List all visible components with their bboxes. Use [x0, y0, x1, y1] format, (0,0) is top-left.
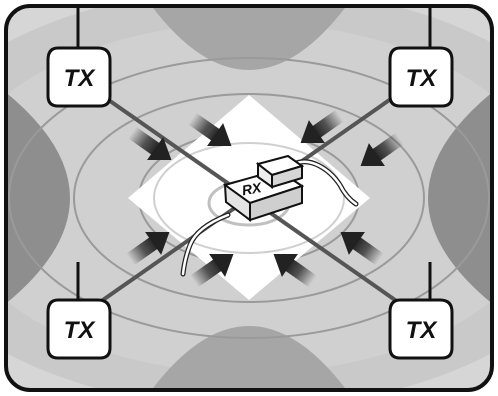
receiver-antenna-left: [181, 213, 230, 276]
transmitter-top-left: TX: [46, 8, 112, 108]
transmitter-top-right: TX: [388, 8, 454, 108]
transmitter-bottom-left: TX: [46, 262, 112, 360]
top-lobe: [140, 6, 358, 70]
center-ring: [153, 142, 345, 254]
diagram-frame: [4, 4, 494, 392]
transmitter-box-top-left: [46, 46, 112, 108]
transmitter-label-top-left: TX: [64, 65, 97, 92]
transmitter-label-bottom-right: TX: [406, 317, 439, 344]
field-ring-3: [8, 57, 490, 339]
receiver-label: RX: [241, 179, 265, 198]
transmitter-label-top-right: TX: [406, 65, 439, 92]
transmitter-box-top-right: [388, 46, 454, 108]
transmitter-bottom-right: TX: [388, 262, 454, 360]
receiver-antenna-right: [290, 160, 358, 206]
right-lobe: [428, 80, 492, 316]
bottom-lobe: [140, 326, 358, 390]
left-lobe: [6, 80, 70, 316]
field-ring-2: [73, 93, 425, 303]
transmitter-label-bottom-left: TX: [64, 317, 97, 344]
receiver-side: [249, 184, 303, 222]
transmitter-box-bottom-left: [46, 298, 112, 360]
receiver: RX: [180, 154, 359, 277]
transmitter-box-bottom-right: [388, 298, 454, 360]
receiver-connector-front: [257, 161, 273, 189]
